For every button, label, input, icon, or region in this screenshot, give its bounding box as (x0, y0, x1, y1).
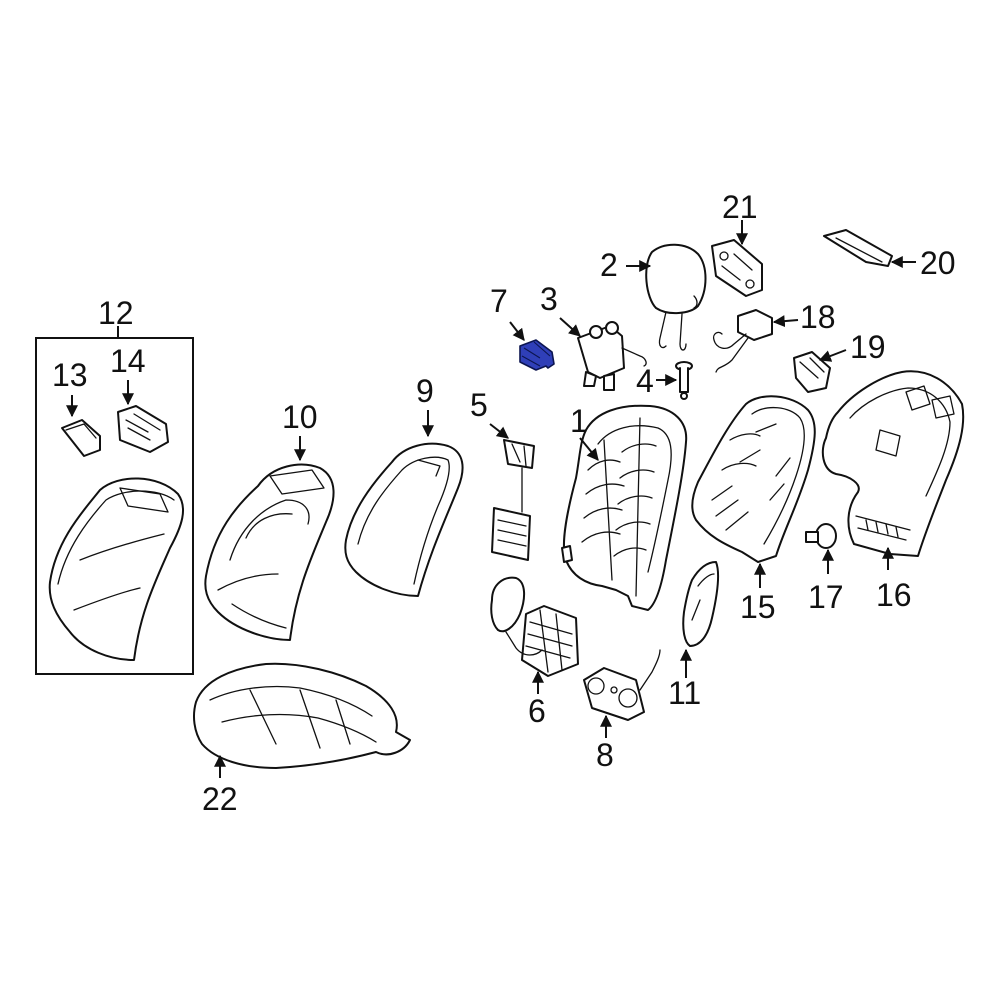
part-1-backrest-frame[interactable] (561, 404, 688, 611)
callout-9: 9 (416, 373, 434, 409)
part-17-push-pin[interactable] (805, 523, 837, 574)
part-7-control-module-highlighted[interactable] (509, 321, 555, 371)
part-4-fastener-pin[interactable] (656, 361, 693, 400)
part-6-lumbar-support[interactable] (490, 576, 579, 694)
part-15-backrest-shell[interactable] (691, 395, 816, 588)
part-18-wire-harness[interactable] (712, 309, 799, 373)
part-8-adjuster-motor[interactable] (583, 649, 661, 738)
part-21-bracket-plate[interactable] (711, 220, 763, 297)
callout-6: 6 (528, 693, 546, 729)
part-2-headrest[interactable] (626, 243, 707, 351)
part-14-switch-bezel[interactable] (117, 380, 169, 453)
part-3-valve-block[interactable] (559, 317, 647, 391)
part-5-heating-element[interactable] (489, 423, 535, 561)
callout-12: 12 (98, 295, 134, 331)
callout-3: 3 (540, 281, 558, 317)
callout-labels: 1 2 3 4 5 6 7 8 9 10 11 12 13 14 15 16 1… (52, 189, 956, 817)
callout-14: 14 (110, 343, 146, 379)
part-9-backrest-panel[interactable] (344, 410, 464, 597)
callout-17: 17 (808, 579, 844, 615)
part-19-clip[interactable] (793, 349, 847, 393)
callout-18: 18 (800, 299, 836, 335)
callout-16: 16 (876, 577, 912, 613)
callout-1: 1 (570, 403, 588, 439)
callout-7: 7 (490, 283, 508, 319)
callout-22: 22 (202, 781, 238, 817)
callout-5: 5 (470, 387, 488, 423)
part-10-backrest-pad[interactable] (204, 436, 335, 641)
part-13-trim-cover[interactable] (61, 395, 101, 457)
part-22-seat-cushion[interactable] (193, 662, 411, 778)
callout-21: 21 (722, 189, 758, 225)
callout-15: 15 (740, 589, 776, 625)
callout-2: 2 (600, 247, 618, 283)
part-16-rear-backrest-panel[interactable] (821, 370, 965, 570)
callout-10: 10 (282, 399, 318, 435)
group-12 (35, 326, 194, 675)
callout-20: 20 (920, 245, 956, 281)
callout-4: 4 (636, 363, 654, 399)
callout-8: 8 (596, 737, 614, 773)
callout-19: 19 (850, 329, 886, 365)
part-20-trim-strip[interactable] (823, 229, 916, 268)
callout-13: 13 (52, 357, 88, 393)
part-11-side-trim-panel[interactable] (680, 561, 720, 678)
part-12-backrest-cover[interactable] (48, 477, 185, 661)
callout-11: 11 (668, 675, 701, 711)
